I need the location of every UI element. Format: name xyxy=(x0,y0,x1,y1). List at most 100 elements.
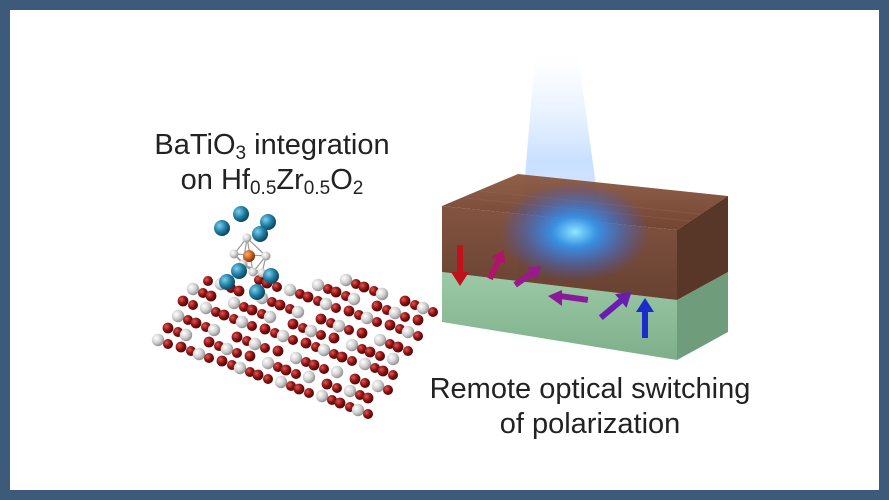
oxygen-atom xyxy=(304,388,314,398)
right-caption-line2: of polarization xyxy=(499,408,681,441)
oxygen-atom xyxy=(362,392,374,404)
metal-atom xyxy=(319,297,333,311)
oxygen-atom xyxy=(286,381,296,391)
oxygen-atom xyxy=(330,286,342,298)
metal-atom xyxy=(192,347,206,361)
oxygen-atom xyxy=(280,364,292,376)
oxygen-atom xyxy=(293,383,305,395)
metal-atom xyxy=(343,384,357,398)
metal-atom xyxy=(220,342,234,356)
oxygen-atom xyxy=(356,327,368,339)
oxygen-atom xyxy=(288,335,298,345)
oxygen-atom xyxy=(327,395,337,405)
metal-atom xyxy=(375,287,389,301)
right-caption-line1: Remote optical switching xyxy=(429,373,751,405)
metal-atom xyxy=(345,338,359,352)
oxygen-atom xyxy=(428,307,438,317)
figure-frame: BaTiO3 integration on Hf0.5Zr0.5O2 Remot… xyxy=(10,10,879,490)
oxygen-atom xyxy=(295,289,305,299)
metal-atom xyxy=(207,323,221,337)
oxygen-atom xyxy=(385,339,395,349)
oxygen-atom xyxy=(247,321,257,331)
metal-atom xyxy=(151,333,165,347)
metal-atom xyxy=(416,301,430,315)
oxygen-atom xyxy=(272,282,282,292)
metal-atom xyxy=(304,324,318,338)
titanium-atom xyxy=(243,250,255,262)
metal-atom xyxy=(401,325,415,339)
oxygen-atom xyxy=(245,367,255,377)
metal-atom xyxy=(315,389,329,403)
oxygen-atom xyxy=(244,350,256,362)
oxygen-atom xyxy=(371,300,383,312)
oxygen-atom xyxy=(372,317,382,327)
oxygen-atom xyxy=(388,370,398,380)
oxygen-atom xyxy=(246,304,258,316)
metal-atom xyxy=(291,305,305,319)
oxygen-atom xyxy=(334,397,346,409)
oxygen-atom xyxy=(177,295,189,307)
oxygen-atom xyxy=(259,323,271,335)
oxygen-atom xyxy=(232,348,242,358)
metal-atom xyxy=(351,403,365,417)
oxygen-atom xyxy=(399,295,411,307)
oxygen-atom xyxy=(254,275,264,285)
oxygen-atom xyxy=(272,345,284,357)
metal-atom xyxy=(274,375,288,389)
metal-atom xyxy=(373,333,387,347)
oxygen-atom xyxy=(392,341,404,353)
metal-atom xyxy=(186,282,200,296)
oxygen-atom xyxy=(203,276,213,286)
metal-atom xyxy=(199,301,213,315)
oxygen-atom xyxy=(204,353,214,363)
oxygen-atom xyxy=(375,351,385,361)
oxygen-atom xyxy=(239,302,249,312)
metal-atom xyxy=(317,343,331,357)
polarization-arrows xyxy=(451,245,654,338)
oxygen-atom xyxy=(347,356,357,366)
oxygen-atom xyxy=(321,378,333,390)
oxygen-atom xyxy=(203,336,215,348)
oxygen-atom xyxy=(308,359,320,371)
oxygen-atom xyxy=(355,390,365,400)
oxygen-atom xyxy=(319,364,329,374)
metal-atom xyxy=(179,328,193,342)
left-caption-line1: BaTiO3 integration xyxy=(154,129,390,164)
arrow-horizontal-left xyxy=(548,290,589,306)
arrow-up-blue xyxy=(636,298,654,338)
metal-atom xyxy=(283,283,297,297)
oxygen-atom xyxy=(332,383,342,393)
oxygen-atom xyxy=(349,373,361,385)
metal-atom xyxy=(330,365,344,379)
oxygen-atom xyxy=(190,317,202,329)
metal-atom xyxy=(227,296,241,310)
oxygen-atom xyxy=(343,305,355,317)
oxygen-atom xyxy=(287,318,299,330)
metal-atom xyxy=(332,319,346,333)
oxygen-atom xyxy=(163,339,173,349)
metal-atom xyxy=(386,352,400,366)
oxygen-atom xyxy=(360,378,370,388)
oxygen-atom xyxy=(211,307,221,317)
oxygen-atom xyxy=(363,409,373,419)
top-layer-side xyxy=(677,196,728,300)
oxygen-atom xyxy=(183,315,193,325)
oxygen-atom xyxy=(267,297,277,307)
metal-atom xyxy=(276,329,290,343)
oxygen-atom xyxy=(188,300,198,310)
batio3-unit-cell xyxy=(214,206,279,300)
oxygen-atom xyxy=(300,337,312,349)
metal-atom xyxy=(235,315,249,329)
oxygen-atom xyxy=(175,341,187,353)
oxygen-atom xyxy=(263,374,273,384)
arrow-tilt-mid xyxy=(513,266,542,288)
oxygen-atom xyxy=(383,385,393,395)
metal-atom xyxy=(360,311,374,325)
layered-device-illustration xyxy=(442,55,728,360)
oxygen-atom xyxy=(384,319,396,331)
oxygen-atom xyxy=(198,288,208,298)
oxygen-atom xyxy=(323,284,333,294)
oxygen-atom xyxy=(205,290,217,302)
graphic-canvas xyxy=(151,55,728,419)
oxygen-atom xyxy=(315,313,327,325)
